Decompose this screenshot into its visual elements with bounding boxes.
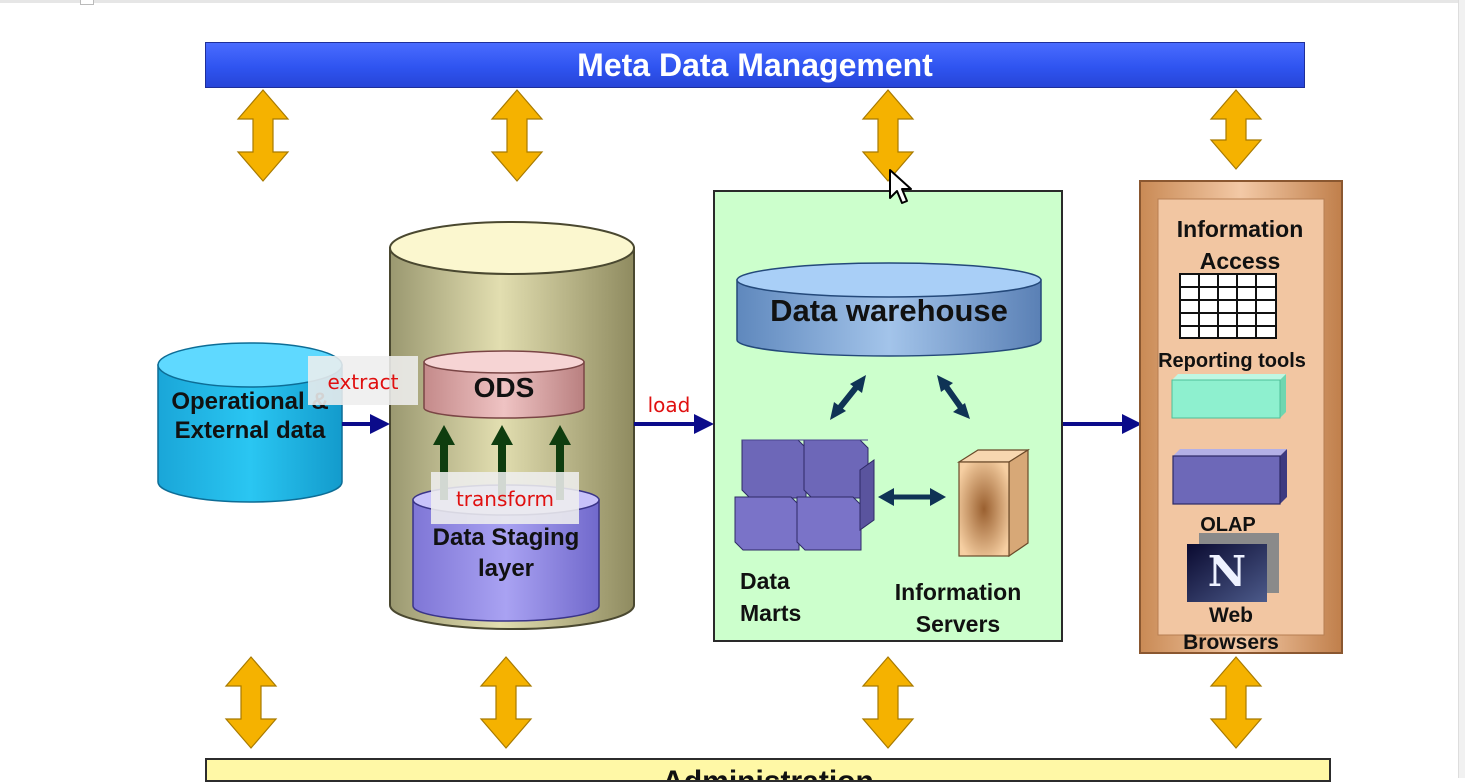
ods-label: ODS <box>473 372 535 403</box>
admin-link-arrow-4 <box>1209 656 1263 749</box>
marts-servers-arrow <box>878 488 946 506</box>
meta-data-management-banner: Meta Data Management <box>205 42 1305 88</box>
transform-annotation: transform <box>431 472 579 524</box>
data-marts-label: Data Marts <box>740 568 802 626</box>
reporting-tools-box <box>1171 374 1286 419</box>
admin-link-arrow-1 <box>224 656 278 749</box>
access-flow-arrow <box>1062 414 1142 434</box>
table-grid-icon <box>1179 273 1277 339</box>
administration-banner: Administration <box>205 758 1331 782</box>
web-browsers-label: Web Browsers <box>1183 604 1279 655</box>
data-staging-layer-label: Data Staging layer <box>432 524 580 583</box>
scrollbar-track[interactable] <box>1458 0 1465 778</box>
data-warehouse-cylinder <box>736 262 1042 357</box>
ods-cylinder <box>423 350 585 419</box>
browser-logo-letter: N <box>1208 547 1246 596</box>
information-servers-label: Information Servers <box>894 579 1022 637</box>
meta-link-arrow-4 <box>1209 89 1263 170</box>
information-server-box <box>956 448 1031 558</box>
data-marts-cubes <box>734 439 875 551</box>
admin-link-arrow-3 <box>861 656 915 749</box>
meta-link-arrow-2 <box>490 89 544 182</box>
reporting-tools-label: Reporting tools <box>1158 350 1306 372</box>
mouse-pointer-icon <box>889 169 912 204</box>
warehouse-to-marts-arrow <box>830 375 866 420</box>
olap-label: OLAP <box>1200 514 1256 536</box>
transform-arrows <box>433 425 571 500</box>
window-corner-marker <box>80 0 94 5</box>
meta-link-arrow-1 <box>236 89 290 182</box>
warehouse-to-servers-arrow <box>937 375 970 419</box>
web-browser-logo: N <box>1187 533 1279 602</box>
extract-flow-arrow <box>342 414 390 434</box>
load-flow-arrow <box>634 414 714 434</box>
operational-data-label: Operational & External data <box>171 388 329 444</box>
window-top-edge <box>0 0 1465 3</box>
data-warehouse-label: Data warehouse <box>770 293 1008 328</box>
load-annotation: load <box>647 393 691 417</box>
extract-annotation: extract <box>308 356 418 405</box>
admin-link-arrow-2 <box>479 656 533 749</box>
meta-link-arrow-3 <box>861 89 915 182</box>
olap-box <box>1172 449 1287 505</box>
operational-data-cylinder <box>157 342 343 503</box>
information-access-title: Information Access <box>1176 216 1304 274</box>
